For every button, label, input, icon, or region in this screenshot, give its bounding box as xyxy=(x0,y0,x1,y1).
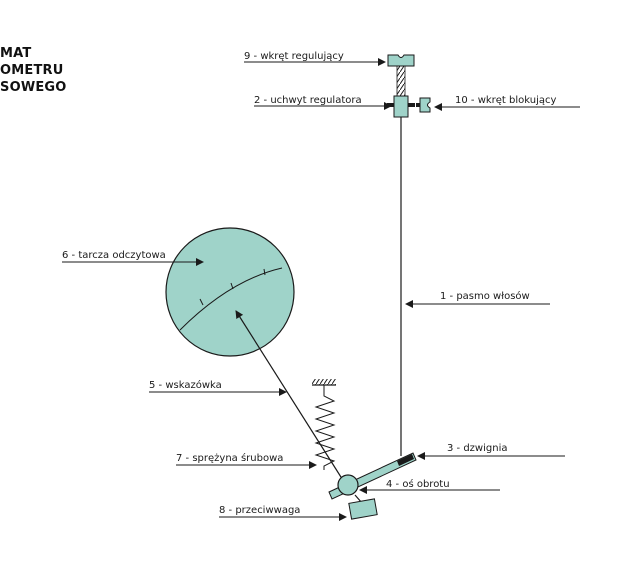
label-lever-text: 3 - dzwignia xyxy=(447,443,507,454)
dial-tick xyxy=(199,298,204,306)
regulator-holder-body xyxy=(393,95,409,118)
label-reading-dial-text: 6 - tarcza odczytowa xyxy=(62,250,166,261)
label-locking-screw: 10 - wkręt blokujący xyxy=(434,95,580,111)
adjusting-screw xyxy=(387,54,415,97)
diagram-title: MAT OMETRU SOWEGO xyxy=(0,45,67,96)
label-adjusting-screw: 9 - wkręt regulujący xyxy=(244,51,386,66)
title-line-3: SOWEGO xyxy=(0,80,67,95)
title-line-2: OMETRU xyxy=(0,63,64,78)
adjusting-screw-thread xyxy=(396,65,406,97)
label-pointer-text: 5 - wskazówka xyxy=(149,379,222,391)
dial-tick xyxy=(263,268,266,276)
label-pointer: 5 - wskazówka xyxy=(149,379,287,396)
label-lever: 3 - dzwignia xyxy=(417,443,565,460)
label-reading-dial: 6 - tarcza odczytowa xyxy=(62,250,204,266)
label-pivot-axis: 4 - oś obrotu xyxy=(359,478,500,494)
dial-tick xyxy=(230,282,234,290)
locking-screw-head xyxy=(419,97,431,113)
pointer xyxy=(235,310,347,486)
label-counterweight: 8 - przeciwwaga xyxy=(219,505,347,521)
pivot-axis xyxy=(337,474,359,496)
label-coil-spring-text: 7 - sprężyna śrubowa xyxy=(176,452,283,464)
lever-hair-clamp xyxy=(397,454,414,466)
dial-disc xyxy=(165,227,295,357)
label-adjusting-screw-text: 9 - wkręt regulujący xyxy=(244,51,344,62)
counterweight-block xyxy=(348,498,378,520)
label-counterweight-text: 8 - przeciwwaga xyxy=(219,505,300,516)
title-line-1: MAT xyxy=(0,46,32,61)
spring-mount xyxy=(312,379,336,386)
locking-screw-shaft xyxy=(416,103,420,107)
label-hair-strand: 1 - pasmo włosów xyxy=(405,290,550,308)
label-coil-spring: 7 - sprężyna śrubowa xyxy=(176,452,317,469)
label-locking-screw-text: 10 - wkręt blokujący xyxy=(455,95,556,106)
label-hair-strand-text: 1 - pasmo włosów xyxy=(440,290,530,302)
coil-spring xyxy=(314,385,336,470)
dial-scale-arc xyxy=(179,267,283,331)
label-regulator-holder-text: 2 - uchwyt regulatora xyxy=(254,95,362,106)
label-pivot-axis-text: 4 - oś obrotu xyxy=(386,478,450,490)
spring-mount-hatch xyxy=(312,379,336,385)
counterweight xyxy=(348,494,378,520)
reading-dial xyxy=(165,227,295,357)
label-regulator-holder: 2 - uchwyt regulatora xyxy=(254,95,392,110)
locking-screw xyxy=(416,97,431,113)
regulator-holder xyxy=(387,95,415,118)
adjusting-screw-head xyxy=(387,54,415,67)
